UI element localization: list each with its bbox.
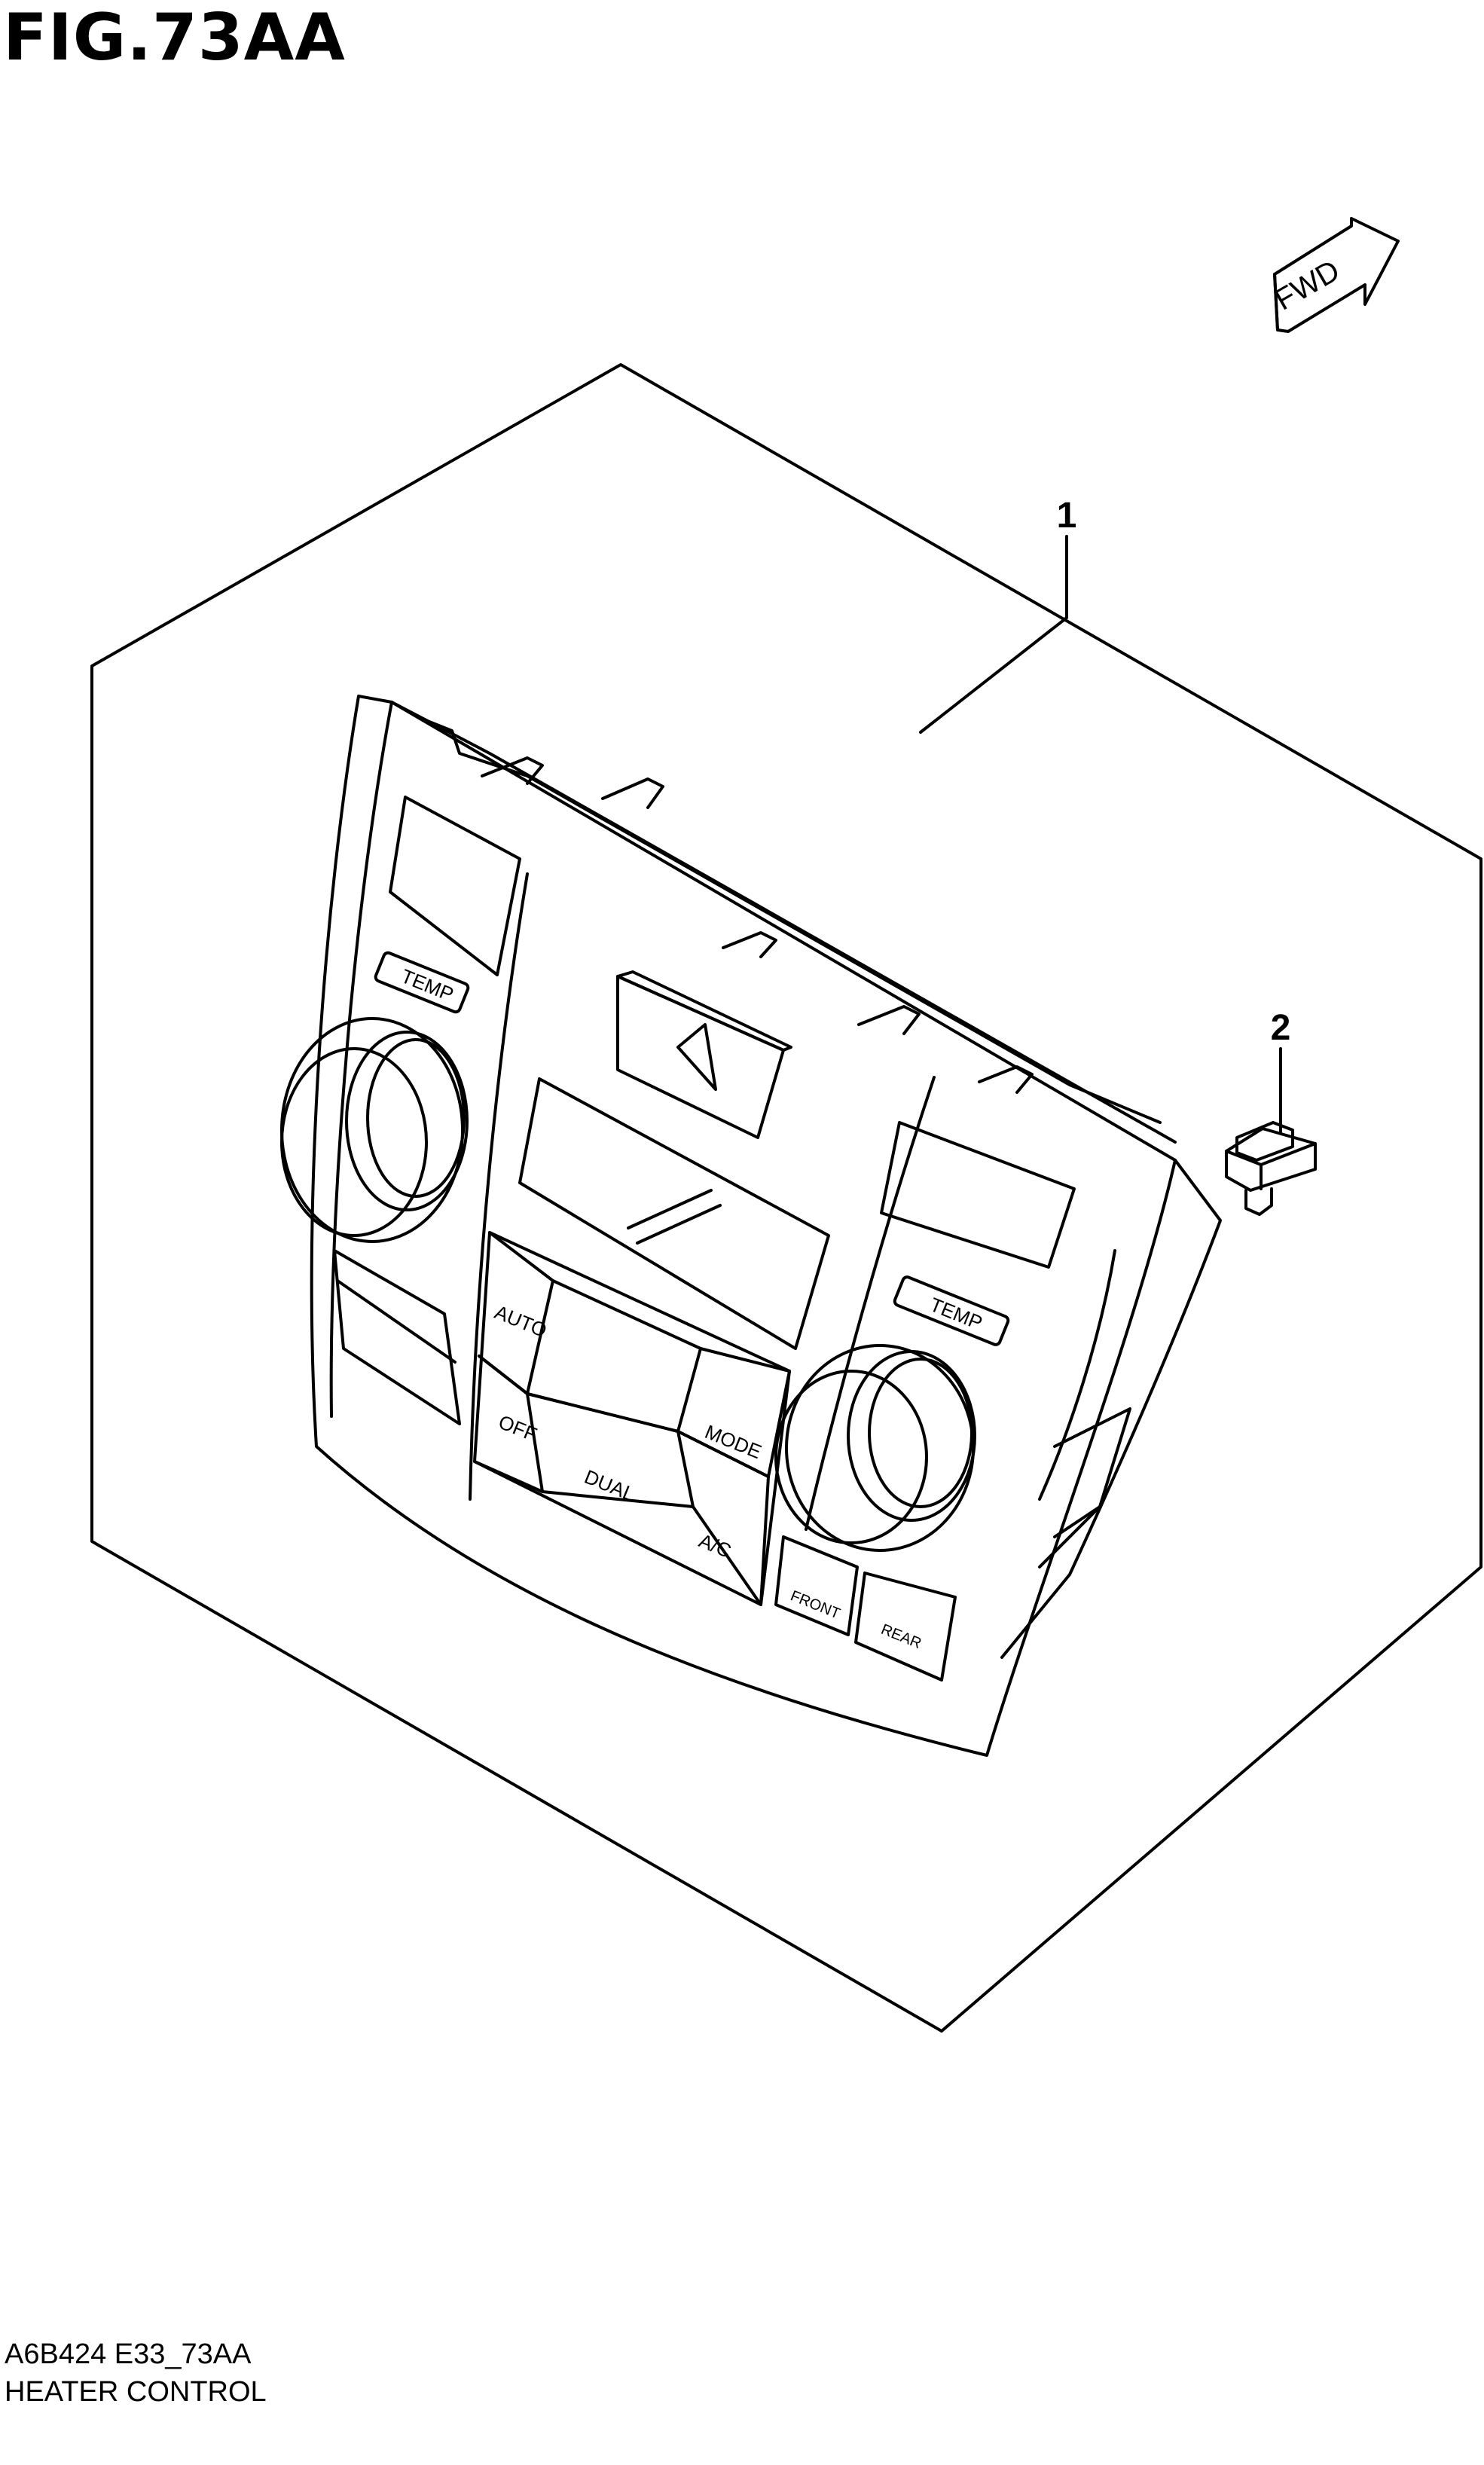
clip-part — [1225, 1121, 1317, 1216]
callout-2-number: 2 — [1271, 1008, 1291, 1048]
mode-button-label: MODE — [702, 1420, 765, 1463]
front-button-label: FRONT — [788, 1587, 842, 1622]
callout-1-number: 1 — [1057, 496, 1077, 536]
fwd-arrow-icon — [1273, 217, 1400, 333]
rear-button-label: REAR — [878, 1621, 924, 1652]
figure-title: FIG.73AA — [3, 0, 346, 75]
off-button-label: OFF — [496, 1410, 540, 1446]
heater-control-panel — [280, 695, 1222, 1757]
drawing-code: A6B424 E33_73AA — [5, 2338, 252, 2370]
drawing-name: HEATER CONTROL — [5, 2376, 267, 2408]
fwd-label: FWD — [1269, 254, 1345, 317]
callout-1-leader — [919, 535, 1068, 734]
auto-button-label: AUTO — [491, 1300, 550, 1342]
assembly-outline — [90, 363, 1482, 2033]
